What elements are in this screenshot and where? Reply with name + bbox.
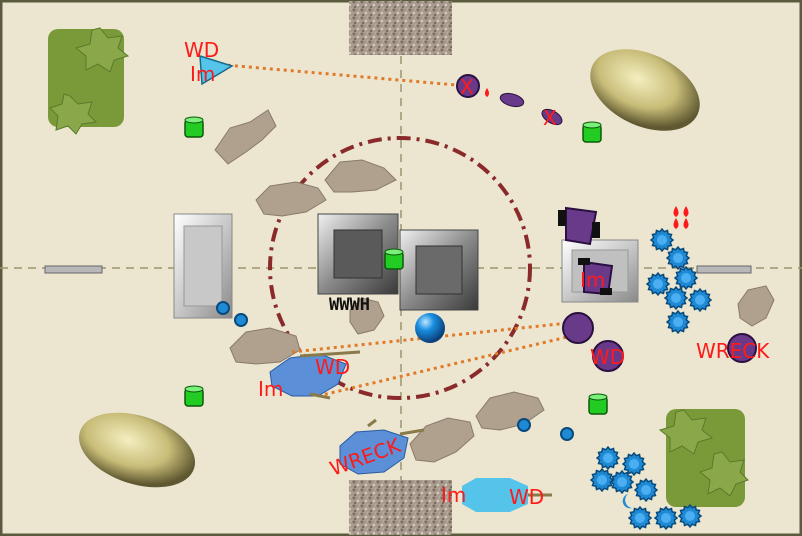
status-label-wd: WD (315, 355, 350, 379)
blue-infantry-core (657, 235, 667, 245)
barrier-right (696, 265, 752, 274)
blue-infantry-core (617, 477, 627, 487)
boulder-bottom-left (78, 412, 196, 488)
forest-bottom-right (658, 409, 749, 507)
forest-top-left (48, 27, 130, 135)
purple-infantry-unit[interactable] (499, 91, 525, 109)
status-label-im: Im (190, 62, 215, 86)
purple-infantry-unit-wrecked[interactable] (727, 333, 757, 363)
purple-infantry-unit[interactable] (539, 106, 564, 127)
blue-infantry-core (597, 475, 607, 485)
objective-marker (582, 121, 602, 143)
blue-infantry-small[interactable] (216, 301, 574, 441)
blue-infantry-core (641, 485, 651, 495)
purple-vehicle-unit[interactable] (578, 258, 614, 296)
blue-vehicle-unit[interactable] (269, 350, 361, 400)
blue-infantry-core (603, 453, 613, 463)
objective-marker (184, 385, 204, 407)
status-label-im: Im (580, 268, 605, 292)
boulder-top-right (590, 49, 700, 131)
building-left (173, 213, 233, 319)
cyan-flyer-unit[interactable] (199, 54, 234, 86)
blue-infantry-core (673, 253, 683, 263)
building-center-left (317, 213, 399, 295)
kill-mark-x: X (543, 106, 557, 130)
blue-infantry-core (695, 295, 705, 305)
blue-infantry-group[interactable] (589, 227, 713, 531)
status-label-im: Im (441, 483, 466, 507)
purple-vehicle-unit[interactable] (558, 206, 600, 246)
status-label-im: Im (258, 377, 283, 401)
objective-marker (588, 393, 608, 415)
blue-infantry-core (685, 511, 695, 521)
blue-crescent-marker (622, 494, 632, 509)
blood-drop-icon (485, 88, 489, 97)
objective-marker (384, 248, 404, 270)
blue-vehicle-unit-wrecked[interactable] (339, 418, 425, 475)
blue-infantry-core (629, 459, 639, 469)
gravel-patch-bottom (349, 480, 452, 535)
status-label-wreck: WRECK (696, 339, 770, 363)
purple-infantry-unit[interactable] (592, 340, 624, 372)
cyan-vehicle-unit[interactable] (462, 478, 552, 512)
center-objective-ring (268, 136, 532, 400)
status-label-wd: WD (590, 345, 625, 369)
barrier-left (44, 265, 103, 274)
building-center-right (399, 229, 479, 311)
blue-sphere-unit[interactable] (415, 313, 445, 343)
objective-markers[interactable] (184, 116, 608, 415)
blue-infantry-core (635, 513, 645, 523)
blue-infantry-core (681, 273, 691, 283)
objective-marker (184, 116, 204, 138)
status-label-wd: WD (184, 38, 219, 62)
blue-infantry-core (661, 513, 671, 523)
range-lines (213, 62, 581, 398)
blue-infantry-core (673, 317, 683, 327)
status-label-wd: WD (509, 485, 544, 509)
purple-infantry-unit[interactable] (562, 312, 594, 344)
blood-drops-icon (673, 206, 689, 229)
status-label-wwwh: WWWH (329, 295, 370, 315)
blue-infantry-core (671, 293, 681, 303)
gravel-patch-top (349, 1, 452, 55)
blue-infantry-core (653, 279, 663, 289)
kill-mark-x: X (460, 75, 474, 99)
purple-infantry-unit[interactable] (456, 74, 480, 98)
